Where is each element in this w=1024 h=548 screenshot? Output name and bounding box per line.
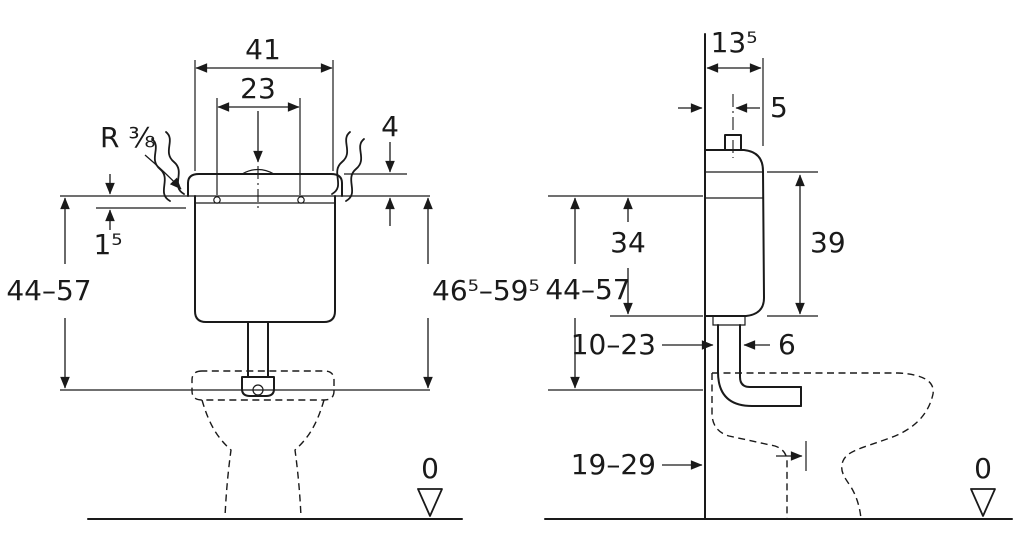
front-view: 41 23 4 R ⅜ 1⁵ 44–57 46⁵–59⁵ 0 (6, 33, 540, 520)
datum-level-label-side: 0 (974, 452, 992, 485)
flush-bend-side (712, 316, 807, 471)
water-supply-squiggle-left (151, 131, 185, 202)
dim-depth-label: 13⁵ (711, 26, 758, 59)
datum-level-label-front: 0 (421, 452, 439, 485)
water-supply-squiggle-right (331, 131, 365, 202)
supply-connection-label: R ⅜ (100, 121, 156, 154)
cistern-side-outline (704, 134, 765, 317)
dim-supply-to-wall-label: 5 (770, 91, 788, 124)
side-view: 13⁵ 5 39 34 44–57 10–23 6 19–29 0 (544, 26, 1013, 520)
dim-inlet-to-outlet-label: 34 (610, 226, 646, 259)
dim-top-height-range-label: 46⁵–59⁵ (432, 274, 540, 307)
dim-flush-pipe-width-label: 6 (778, 328, 796, 361)
level-datum-front (417, 488, 443, 517)
dim-inlet-offset-label: 1⁵ (93, 228, 122, 261)
dim-cistern-height-label: 39 (810, 226, 846, 259)
side-reference-lines (548, 58, 818, 391)
toilet-bowl-side (711, 372, 934, 520)
side-dimension-lines (570, 63, 805, 470)
dim-flush-bend-range-label: 10–23 (571, 328, 656, 361)
flush-pipe-front (241, 321, 275, 397)
toilet-bowl-front (191, 370, 335, 518)
front-dimension-lines (60, 60, 433, 389)
dim-width-total-label: 41 (245, 33, 281, 66)
cistern-front-outline (187, 166, 343, 323)
dim-actuation-width-label: 23 (240, 72, 276, 105)
front-reference-lines (60, 173, 430, 391)
dim-inlet-height-range-label-side: 44–57 (545, 273, 630, 306)
dim-outlet-height-range-label: 19–29 (571, 448, 656, 481)
dim-lid-height-label: 4 (381, 110, 399, 143)
level-datum-side (970, 488, 996, 517)
dim-inlet-height-range-label-front: 44–57 (6, 274, 91, 307)
